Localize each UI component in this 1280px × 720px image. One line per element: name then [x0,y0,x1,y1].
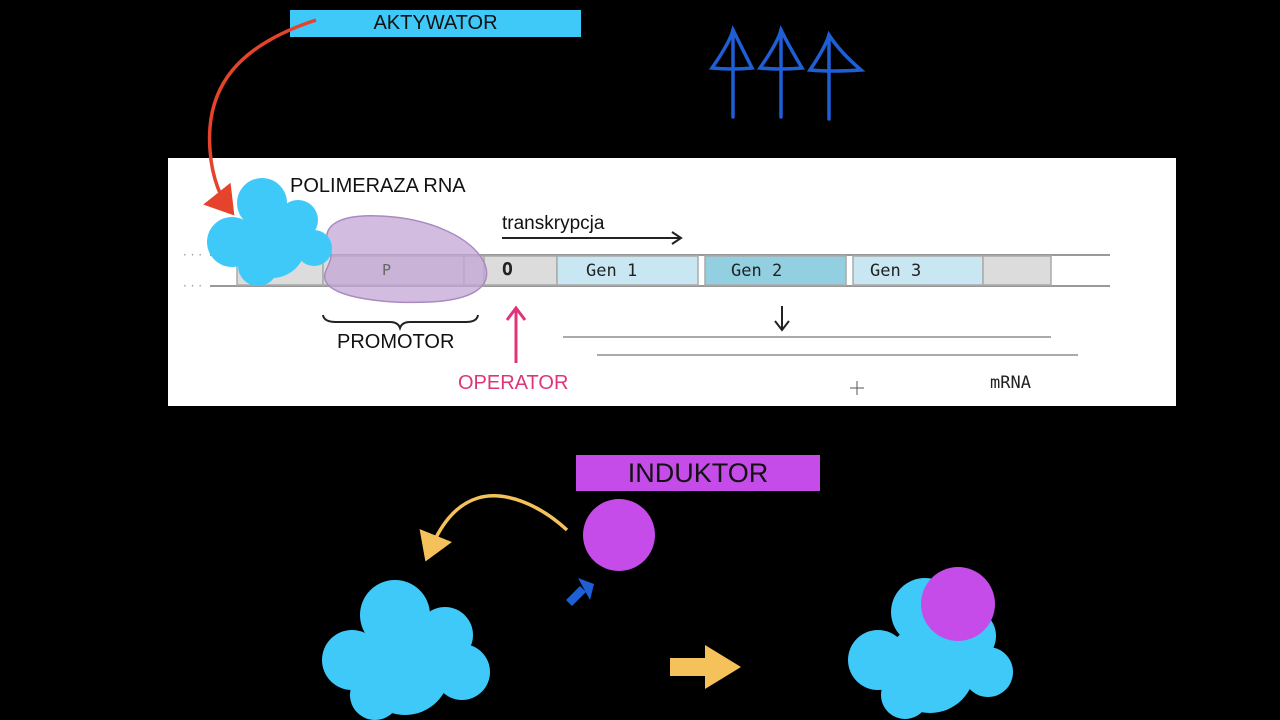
promoter-label: PROMOTOR [337,331,455,353]
pen-cursor-icon [566,578,594,606]
promoter-blob [323,215,488,304]
operator-arrow [505,305,527,363]
transcription-label: transkrypcja [502,213,605,234]
inducer-arrow [419,494,569,562]
operator-box [483,255,558,286]
mrna-label: mRNA [990,373,1031,393]
inducer-label: INDUKTOR [576,455,820,491]
gene-3-box [852,255,984,286]
cursor-crosshair-icon [850,381,864,395]
promoter-box-label: P [382,261,392,279]
dna-segment-right [982,255,1052,286]
gene-2-box [704,255,847,286]
svg-text:· · ·: · · · [183,248,202,262]
svg-text:· · ·: · · · [1090,279,1109,293]
yellow-right-arrow [670,645,741,689]
bound-inducer-molecule [921,567,995,641]
operator-box-label: O [502,259,513,280]
activator-arrow [203,18,317,216]
operator-label: OPERATOR [458,372,569,394]
gene-1-box [556,255,699,286]
svg-text:· · ·: · · · [183,279,202,293]
svg-text:· · ·: · · · [1090,248,1109,262]
down-arrow [774,306,790,332]
inducer-molecule [583,499,655,571]
gene-1-label: Gen 1 [586,261,638,281]
repressor-cloud-left [322,580,490,720]
polymerase-label: POLIMERAZA RNA [290,175,466,197]
blue-protein-arrows [708,24,866,121]
activator-label: AKTYWATOR [290,10,581,37]
gene-2-label: Gen 2 [731,261,783,281]
transcription-arrow [502,231,683,245]
gene-3-label: Gen 3 [870,261,922,281]
promoter-brace [322,314,479,332]
polymerase-cloud [207,178,332,286]
